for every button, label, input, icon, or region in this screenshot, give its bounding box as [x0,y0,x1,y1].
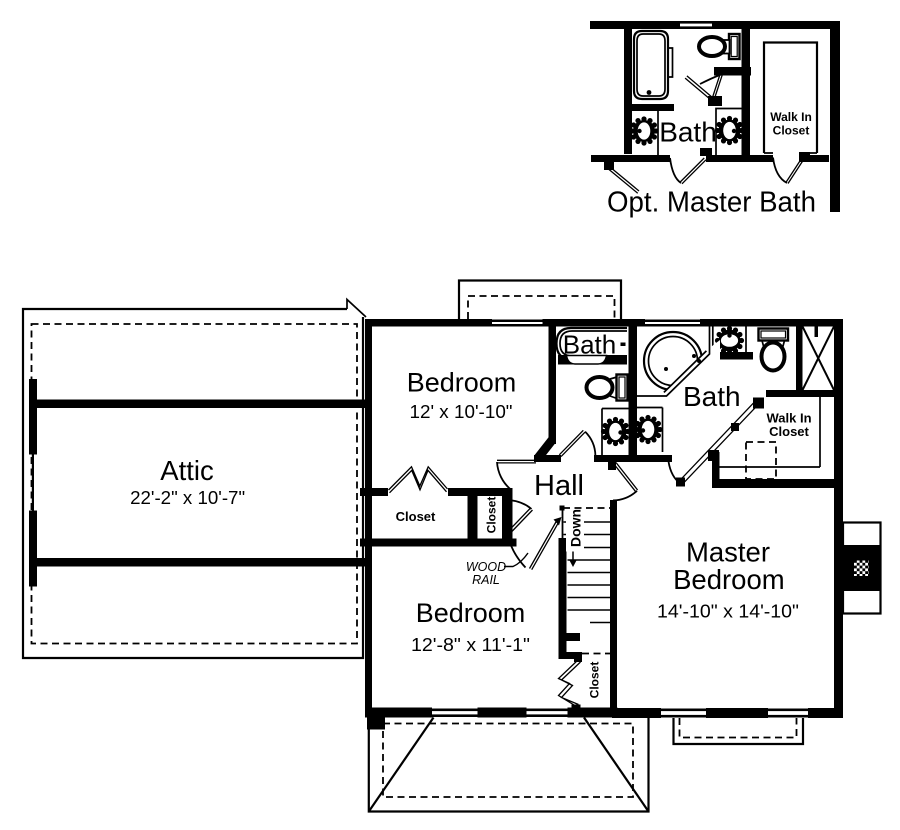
svg-text:Closet: Closet [588,662,602,699]
svg-text:Closet: Closet [396,509,436,524]
svg-text:Bath: Bath [659,117,717,148]
svg-text:Opt. Master Bath: Opt. Master Bath [607,187,816,219]
svg-text:Bath: Bath [683,381,741,412]
svg-text:Closet: Closet [485,497,499,534]
svg-text:Walk In: Walk In [766,411,811,426]
svg-text:12'-8" x 11'-1": 12'-8" x 11'-1" [411,635,530,655]
svg-text:Walk In: Walk In [770,110,812,124]
svg-text:Down: Down [568,509,584,547]
svg-text:WOOD: WOOD [466,560,506,574]
svg-text:Bath: Bath [563,330,617,360]
svg-text:Attic: Attic [160,455,214,486]
svg-text:RAIL: RAIL [472,573,500,587]
svg-text:Closet: Closet [773,124,810,138]
svg-text:Bedroom: Bedroom [416,598,526,628]
svg-text:22'-2" x 10'-7": 22'-2" x 10'-7" [130,488,245,508]
svg-text:12' x 10'-10": 12' x 10'-10" [410,402,513,422]
svg-text:14'-10" x 14'-10": 14'-10" x 14'-10" [657,602,799,622]
svg-text:Bedroom: Bedroom [673,564,785,595]
svg-text:Hall: Hall [534,470,584,502]
svg-text:Master: Master [686,537,770,568]
svg-text:Bedroom: Bedroom [407,368,517,398]
svg-text:Closet: Closet [769,424,809,439]
